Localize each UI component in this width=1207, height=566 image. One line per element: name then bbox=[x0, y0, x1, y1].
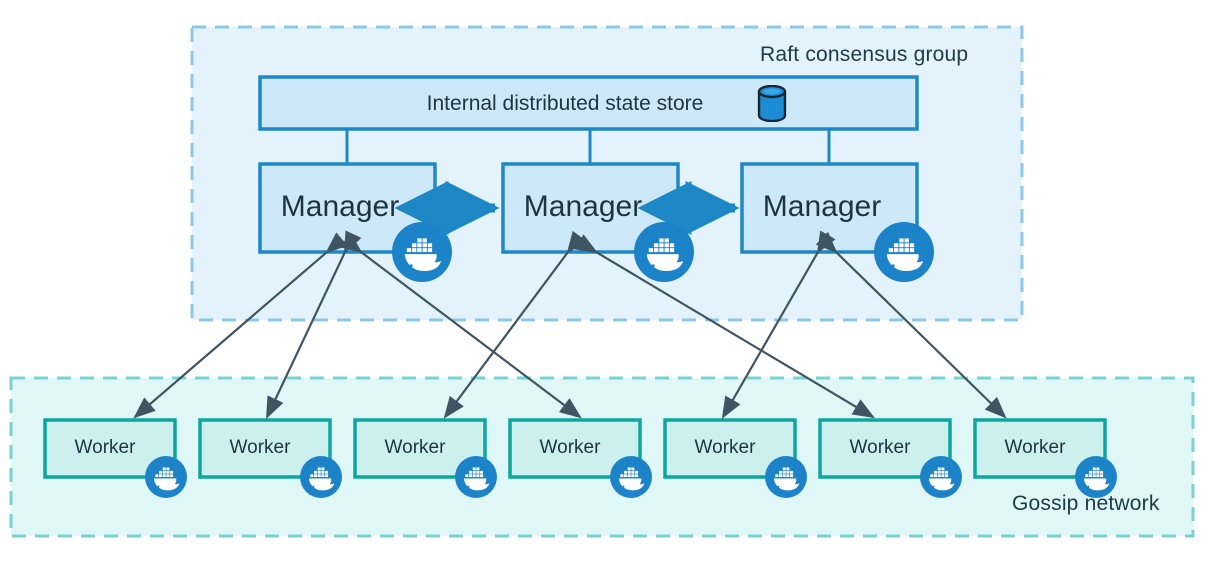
node-internal-state-store[interactable] bbox=[258, 75, 919, 131]
node-label-worker-4: Worker bbox=[539, 437, 601, 458]
node-label-worker-6: Worker bbox=[849, 437, 911, 458]
docker-whale-icon bbox=[610, 456, 652, 498]
node-label-worker-2: Worker bbox=[229, 437, 291, 458]
node-label-manager-2: Manager bbox=[523, 190, 643, 223]
node-label-worker-7: Worker bbox=[1004, 437, 1066, 458]
node-label-worker-3: Worker bbox=[384, 437, 446, 458]
node-label-worker-1: Worker bbox=[74, 437, 136, 458]
docker-whale-icon bbox=[634, 222, 694, 282]
node-label-internal-state-store: Internal distributed state store bbox=[426, 92, 704, 115]
docker-whale-icon bbox=[874, 222, 934, 282]
node-label-manager-1: Manager bbox=[280, 190, 400, 223]
node-label-worker-5: Worker bbox=[694, 437, 756, 458]
docker-whale-icon bbox=[455, 456, 497, 498]
store-to-manager-connectors bbox=[345, 129, 831, 164]
zone-label-raft-consensus-group: Raft consensus group bbox=[760, 43, 969, 66]
docker-whale-icon bbox=[300, 456, 342, 498]
node-label-manager-3: Manager bbox=[762, 190, 882, 223]
zone-label-gossip-network: Gossip network bbox=[1012, 492, 1160, 515]
docker-whale-icon bbox=[920, 456, 962, 498]
docker-whale-icon bbox=[392, 222, 452, 282]
docker-whale-icon bbox=[145, 456, 187, 498]
docker-whale-icon bbox=[765, 456, 807, 498]
